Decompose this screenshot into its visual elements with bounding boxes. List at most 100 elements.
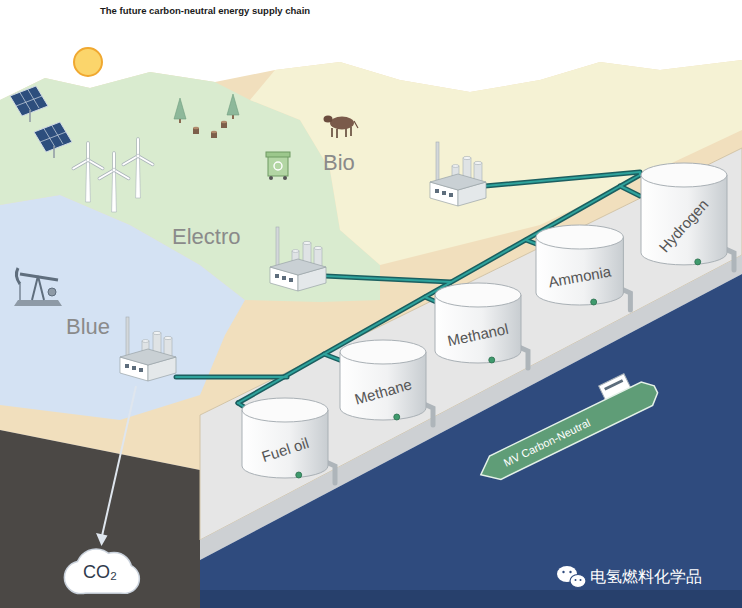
- recycle-bin: [266, 152, 290, 180]
- sea-face: [200, 590, 742, 608]
- recycle-bin: [266, 152, 290, 157]
- pipeline: [176, 376, 287, 378]
- trees: [174, 98, 186, 123]
- pipeline: [620, 186, 640, 196]
- landscape: [0, 60, 742, 608]
- storage-tank-outline: [242, 398, 328, 478]
- storage-tank-outline: [435, 283, 521, 363]
- cow: [324, 116, 359, 139]
- wechat-icon: [569, 571, 571, 573]
- plants: [270, 227, 326, 291]
- pipeline: [176, 172, 640, 416]
- solar-panel: [10, 86, 48, 116]
- region-label: Bio: [323, 150, 355, 176]
- sun: [74, 48, 102, 76]
- co2-arrow: [102, 386, 136, 536]
- recycle-bin: [283, 176, 287, 180]
- cloud-shape: [65, 549, 138, 592]
- tank-valve: [296, 472, 302, 478]
- oil-pump-jack: [20, 274, 58, 280]
- wind-turbines: [99, 153, 128, 212]
- tank-roof: [340, 340, 426, 364]
- storage-tank: Methane: [340, 340, 426, 420]
- trees: [193, 127, 199, 134]
- pipeline: [485, 172, 640, 186]
- wind-turbines: [123, 139, 152, 198]
- recycle-bin: [274, 162, 282, 170]
- storage-tank-outline: [536, 225, 623, 305]
- pipeline: [238, 175, 640, 403]
- trees: [221, 121, 227, 128]
- cow: [331, 128, 333, 137]
- co2-cloud: CO₂: [61, 551, 139, 594]
- tank-valve: [695, 259, 701, 265]
- oil-pump-jack: [48, 288, 56, 296]
- region-label: Blue: [66, 314, 110, 340]
- tank-roof: [435, 283, 521, 307]
- tank-valve: [591, 299, 597, 305]
- co2-label: CO₂: [83, 562, 117, 583]
- storage-tank: Ammonia: [536, 225, 623, 305]
- pipeline: [176, 172, 640, 416]
- oil-pump-jack: [14, 300, 62, 306]
- tank-roof: [536, 225, 623, 249]
- storage-tank: Hydrogen: [641, 163, 727, 265]
- region-label: Electro: [172, 224, 240, 250]
- solar-panel: [40, 124, 66, 147]
- cow: [336, 129, 338, 138]
- trees: [174, 94, 239, 138]
- tank-body: [641, 175, 727, 265]
- cow: [345, 128, 347, 137]
- co2-arrow: [96, 386, 136, 546]
- pipeline: [176, 172, 640, 416]
- recycle-bin: [268, 156, 288, 176]
- solar-panel: [29, 110, 31, 122]
- pipeline: [485, 172, 640, 186]
- ship-hull-shape: [475, 378, 661, 487]
- co2-arrow: [96, 533, 108, 546]
- sea: [200, 274, 742, 608]
- recycle-bin: [269, 176, 273, 180]
- soil-face: [0, 430, 200, 608]
- oil-pump-jack: [19, 284, 20, 300]
- wind-turbines: [73, 139, 152, 212]
- plants: [120, 317, 176, 381]
- cow: [324, 116, 333, 123]
- pipeline: [325, 276, 451, 282]
- solar-panel: [53, 146, 55, 158]
- trees: [211, 131, 217, 138]
- solar-panel: [16, 88, 42, 111]
- wind-turbines: [73, 143, 102, 202]
- plants: [120, 142, 486, 381]
- ship-hull: MV Carbon-Neutral: [475, 378, 661, 487]
- storage-tank-outline: [340, 340, 426, 420]
- solar-panel: [10, 86, 72, 158]
- diagram-title: The future carbon-neutral energy supply …: [100, 5, 310, 16]
- wechat-icon: [570, 575, 586, 588]
- cow: [350, 127, 352, 136]
- tank-roof: [242, 398, 328, 422]
- tank-roof: [641, 163, 727, 187]
- pipeline: [176, 375, 287, 380]
- wechat-icon: [557, 566, 586, 588]
- trees: [227, 94, 239, 119]
- cow: [330, 117, 354, 130]
- pipeline: [325, 276, 451, 282]
- cloud-shape: [65, 549, 138, 592]
- storage-tank: Fuel oil: [242, 398, 328, 478]
- bio-region: [250, 60, 742, 265]
- oil-pump-jack: [16, 268, 20, 284]
- pipeline: [620, 186, 640, 196]
- ship-window: [604, 379, 623, 390]
- wechat-icon: [562, 571, 564, 573]
- wechat-icon: [580, 579, 582, 581]
- solar-panel: [34, 122, 72, 152]
- cow: [354, 121, 358, 128]
- oil-pump-jack: [14, 268, 62, 306]
- tank-valve: [394, 414, 400, 420]
- tank-valve: [489, 357, 495, 363]
- storage-tank: Methanol: [435, 283, 521, 363]
- wechat-icon: [575, 579, 577, 581]
